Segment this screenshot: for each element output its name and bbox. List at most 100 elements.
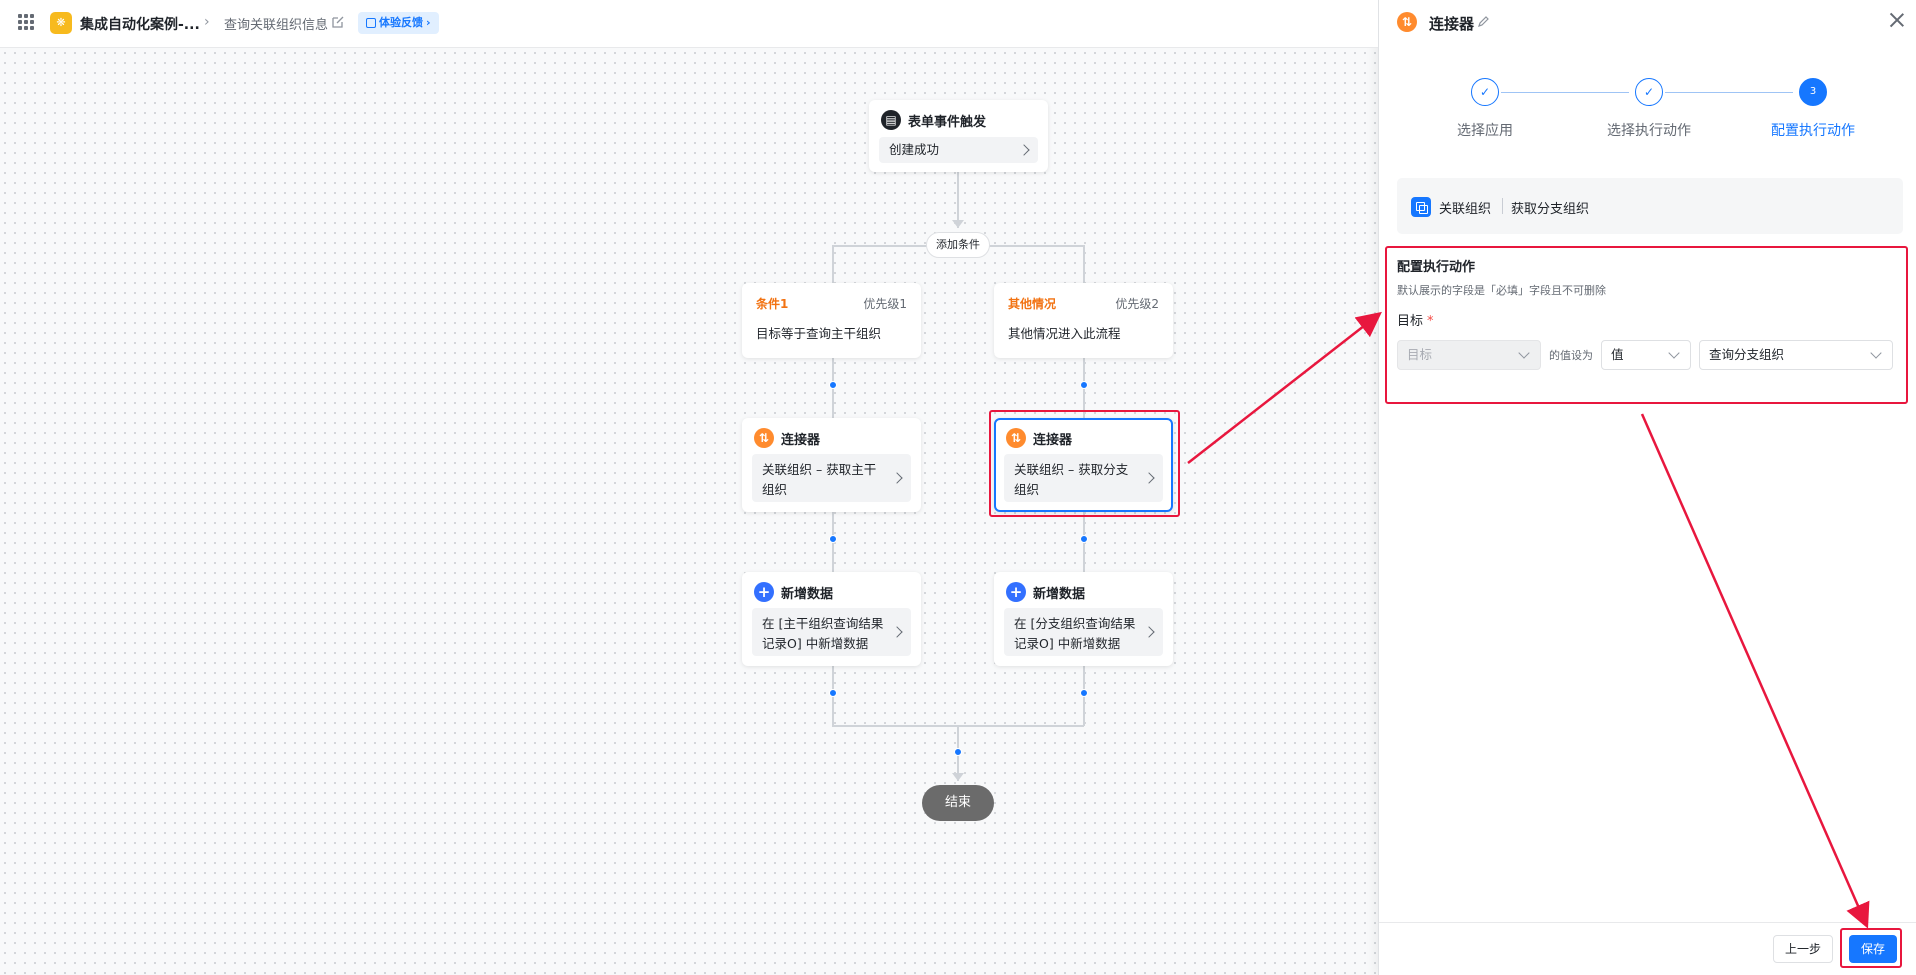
- add-data-node-head: + 新增数据: [1006, 582, 1085, 602]
- connector-title: 连接器: [1033, 432, 1073, 448]
- condition-node-2[interactable]: 其他情况 优先级2 其他情况进入此流程: [994, 283, 1173, 358]
- connector-action[interactable]: 关联组织 – 获取分支组织: [1004, 454, 1163, 502]
- connector-dot[interactable]: [1080, 535, 1088, 543]
- step-2-check-icon[interactable]: ✓: [1635, 78, 1663, 106]
- feedback-icon: [366, 18, 376, 28]
- chevron-right-icon: [891, 472, 903, 484]
- connector-node-head: ⇅ 连接器: [1006, 428, 1072, 448]
- config-section-hint: 默认展示的字段是「必填」字段且不可删除: [1397, 284, 1606, 297]
- add-data-node-1[interactable]: + 新增数据 在 [主干组织查询结果记录O] 中新增数据: [742, 572, 921, 666]
- step-3-label: 配置执行动作: [1771, 123, 1855, 139]
- value-select-value: 查询分支组织: [1709, 347, 1785, 362]
- close-icon[interactable]: [1889, 12, 1905, 28]
- step-connector-line: [1665, 92, 1793, 93]
- add-condition-button[interactable]: 添加条件: [926, 232, 990, 258]
- condition-node-1[interactable]: 条件1 优先级1 目标等于查询主干组织: [742, 283, 921, 358]
- plus-icon: +: [1006, 582, 1026, 602]
- wire-arrow: [952, 220, 964, 228]
- connector-dot[interactable]: [1080, 689, 1088, 697]
- value-select[interactable]: 查询分支组织: [1699, 340, 1893, 370]
- connector-dot[interactable]: [829, 535, 837, 543]
- required-mark: *: [1427, 314, 1434, 329]
- annotation-box-config: [1385, 246, 1908, 404]
- step-1-label[interactable]: 选择应用: [1457, 123, 1513, 139]
- previous-step-button[interactable]: 上一步: [1773, 935, 1833, 963]
- add-data-title: 新增数据: [781, 586, 834, 602]
- connector-node-1[interactable]: ⇅ 连接器 关联组织 – 获取主干组织: [742, 418, 921, 512]
- wire: [832, 245, 834, 283]
- connector-config-panel: ⇅ 连接器 ✓ ✓ 3 选择应用 选择执行动作 配置执行动作 关联组织 获取分支…: [1378, 0, 1916, 975]
- annotation-box-connector-node: [989, 410, 1180, 517]
- add-data-node-head: + 新增数据: [754, 582, 833, 602]
- condition-description: 其他情况进入此流程: [1008, 326, 1121, 341]
- edit-pencil-icon[interactable]: [1477, 15, 1490, 28]
- connector-icon: ⇅: [1006, 428, 1026, 448]
- wire: [1083, 245, 1085, 283]
- connector-node-head: ⇅ 连接器: [754, 428, 820, 448]
- end-node[interactable]: 结束: [922, 785, 994, 821]
- connector-dot[interactable]: [954, 748, 962, 756]
- target-field-label-text: 目标: [1397, 314, 1424, 329]
- connector-icon: ⇅: [754, 428, 774, 448]
- trigger-title: 表单事件触发: [908, 114, 987, 130]
- connector-action[interactable]: 关联组织 – 获取主干组织: [752, 454, 911, 502]
- feedback-label: 体验反馈: [379, 16, 423, 29]
- value-type-select[interactable]: 值: [1601, 340, 1691, 370]
- add-data-action[interactable]: 在 [分支组织查询结果记录O] 中新增数据: [1004, 608, 1163, 656]
- panel-footer-divider: [1379, 922, 1916, 923]
- selected-app-action: 关联组织 获取分支组织: [1397, 178, 1903, 234]
- app-logo-icon: ❋: [50, 12, 72, 34]
- selected-action: 获取分支组织: [1511, 202, 1590, 217]
- connector-dot[interactable]: [829, 381, 837, 389]
- connector-action-label: 关联组织 – 获取主干组织: [762, 462, 877, 497]
- trigger-event[interactable]: 创建成功: [879, 137, 1038, 163]
- feedback-chevron-icon: ›: [426, 16, 431, 29]
- connector-icon: ⇅: [1397, 12, 1417, 32]
- step-1-check-icon[interactable]: ✓: [1471, 78, 1499, 106]
- breadcrumb-chevron-icon: ›: [204, 14, 210, 30]
- trigger-node[interactable]: ▤ 表单事件触发 创建成功: [869, 100, 1048, 172]
- chevron-right-icon: [891, 626, 903, 638]
- panel-title: 连接器: [1429, 15, 1475, 33]
- add-data-action-label: 在 [主干组织查询结果记录O] 中新增数据: [762, 616, 884, 651]
- connector-action-label: 关联组织 – 获取分支组织: [1014, 462, 1129, 497]
- connector-dot[interactable]: [829, 689, 837, 697]
- trigger-node-head: ▤ 表单事件触发: [881, 110, 986, 130]
- connector-title: 连接器: [781, 432, 821, 448]
- value-type-select-value: 值: [1611, 347, 1624, 362]
- wire: [957, 172, 959, 228]
- top-header: ❋ 集成自动化案例-... › 查询关联组织信息 体验反馈 ›: [0, 0, 1378, 48]
- condition-description: 目标等于查询主干组织: [756, 326, 882, 341]
- target-field-select: 目标: [1397, 340, 1541, 370]
- save-button[interactable]: 保存: [1849, 935, 1897, 963]
- flow-name: 查询关联组织信息: [224, 18, 329, 33]
- copy-app-icon: [1411, 197, 1431, 217]
- config-section-title: 配置执行动作: [1397, 260, 1476, 275]
- connector-node-2[interactable]: ⇅ 连接器 关联组织 – 获取分支组织: [994, 418, 1173, 512]
- edit-flow-icon[interactable]: [331, 15, 345, 29]
- target-field-select-value: 目标: [1407, 347, 1433, 362]
- annotation-box-save: [1840, 928, 1902, 968]
- connector-dot[interactable]: [1080, 381, 1088, 389]
- wire-arrow: [952, 773, 964, 781]
- add-data-node-2[interactable]: + 新增数据 在 [分支组织查询结果记录O] 中新增数据: [994, 572, 1173, 666]
- condition-priority: 优先级2: [1115, 297, 1159, 311]
- form-document-icon: ▤: [881, 110, 901, 130]
- condition-title: 条件1: [756, 297, 789, 311]
- feedback-button[interactable]: 体验反馈 ›: [358, 12, 439, 34]
- step-3-number: 3: [1799, 78, 1827, 106]
- plus-icon: +: [754, 582, 774, 602]
- trigger-event-label: 创建成功: [889, 142, 940, 157]
- selected-app: 关联组织: [1439, 202, 1492, 217]
- add-data-title: 新增数据: [1033, 586, 1086, 602]
- value-set-label: 的值设为: [1549, 349, 1593, 362]
- target-field-label: 目标*: [1397, 310, 1434, 329]
- step-connector-line: [1501, 92, 1629, 93]
- step-2-label[interactable]: 选择执行动作: [1607, 123, 1691, 139]
- condition-priority: 优先级1: [863, 297, 907, 311]
- apps-grid-icon[interactable]: [18, 14, 34, 30]
- app-title[interactable]: 集成自动化案例-...: [80, 17, 200, 33]
- add-data-action[interactable]: 在 [主干组织查询结果记录O] 中新增数据: [752, 608, 911, 656]
- condition-title: 其他情况: [1008, 297, 1057, 311]
- chevron-right-icon: [1143, 626, 1155, 638]
